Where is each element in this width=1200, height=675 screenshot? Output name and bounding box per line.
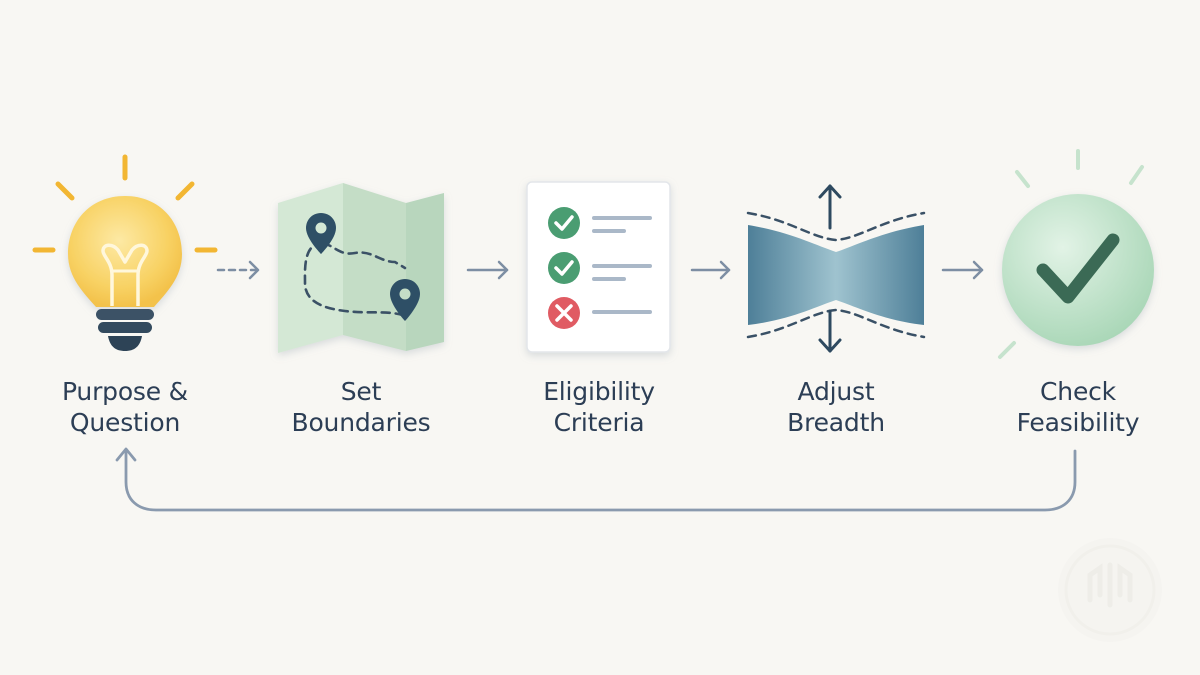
flow-arrow [466, 260, 509, 280]
watermark-logo [1058, 538, 1162, 642]
feedback-loop-arrow [115, 447, 1077, 512]
flow-arrow [216, 260, 260, 280]
lightbulb-icon [32, 154, 218, 351]
check-mark-icon [548, 207, 580, 239]
cross-mark-icon [548, 297, 580, 329]
map-pin-icon [306, 213, 336, 254]
step-label-purpose: Purpose &Question [62, 377, 188, 437]
map-icon [278, 183, 444, 353]
up-arrow-icon [818, 184, 842, 230]
flow-arrow [941, 260, 984, 280]
flow-arrow [690, 260, 731, 280]
down-arrow-icon [818, 309, 842, 353]
narrowing-icon [746, 184, 926, 353]
check-circle-icon [998, 149, 1154, 359]
check-mark-icon [548, 252, 580, 284]
map-pin-icon [390, 279, 420, 321]
checklist-icon [526, 181, 671, 353]
